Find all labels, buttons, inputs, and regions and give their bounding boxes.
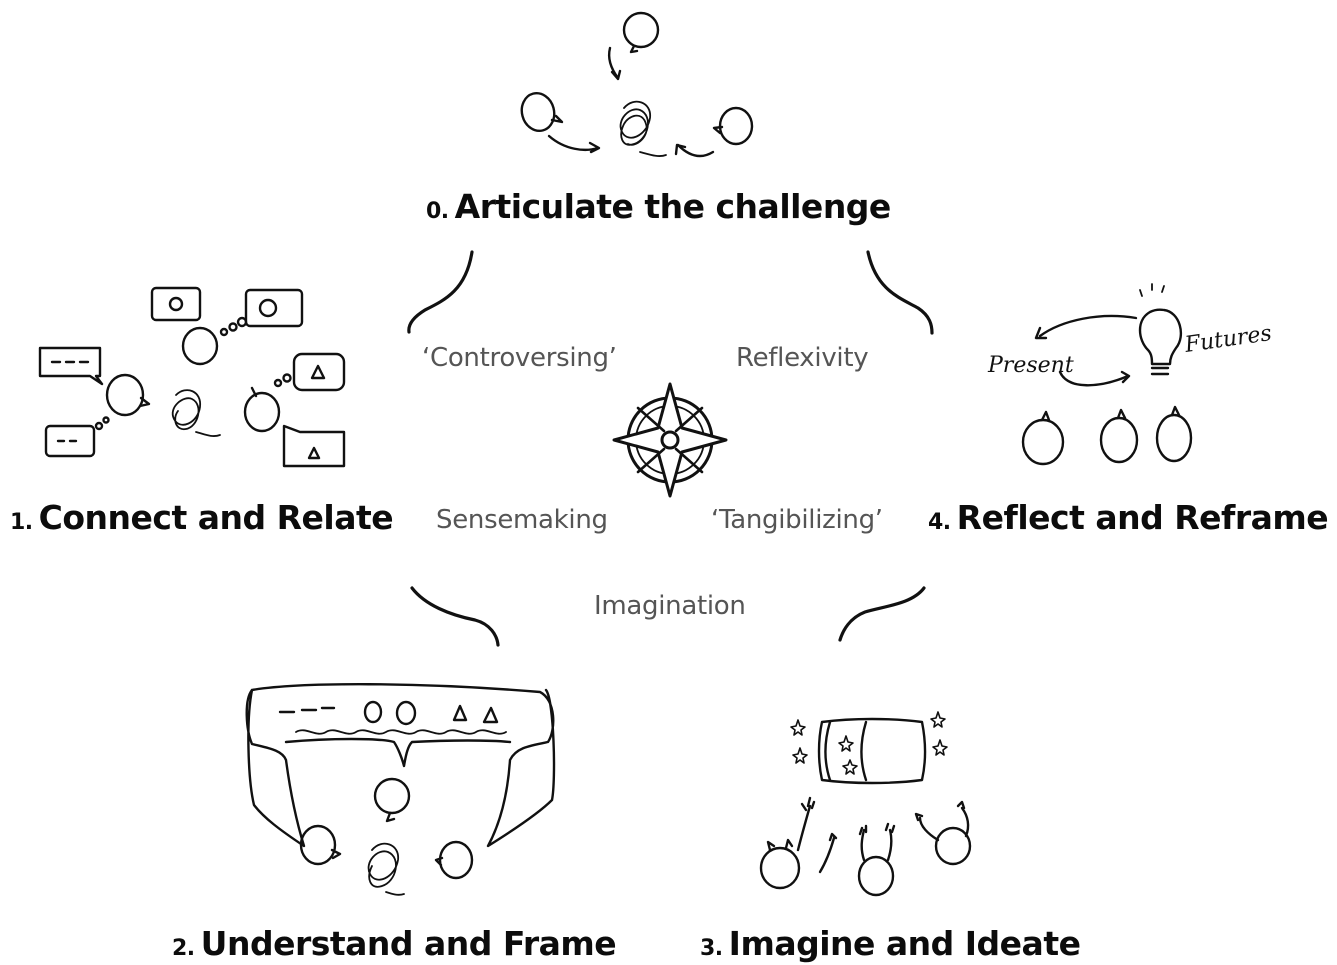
concept-reflexivity: Reflexivity (736, 343, 869, 373)
step-number: 0. (426, 199, 449, 224)
curve-top-right (866, 250, 934, 335)
concept-sensemaking: Sensemaking (436, 505, 608, 535)
sketch-reflect-reframe: Present Futures (987, 283, 1273, 466)
step-3-title: 3.Imagine and Ideate (700, 924, 1081, 963)
concept-controversing: ‘Controversing’ (422, 343, 617, 373)
curve-bottom-left (410, 586, 500, 647)
step-1-title: 1.Connect and Relate (10, 498, 394, 537)
step-number: 3. (700, 936, 723, 961)
step-2-title: 2.Understand and Frame (172, 924, 617, 963)
concept-imagination: Imagination (594, 591, 746, 621)
futures-label: Futures (1182, 321, 1273, 358)
sketch-imagine-ideate (759, 711, 972, 897)
connector-curves (407, 250, 934, 647)
step-label: Understand and Frame (200, 924, 617, 963)
step-number: 2. (172, 936, 195, 961)
step-label: Reflect and Reframe (956, 498, 1329, 537)
sketch-understand-frame (245, 683, 556, 896)
step-label: Articulate the challenge (454, 187, 892, 226)
present-label: Present (987, 353, 1074, 378)
step-label: Connect and Relate (38, 498, 394, 537)
step-number: 4. (928, 510, 951, 535)
sketch-articulate-challenge (520, 11, 754, 158)
lightbulb-icon (1138, 308, 1183, 366)
compass-rose-icon (612, 382, 728, 498)
curve-top-left (407, 250, 474, 334)
step-0-title: 0.Articulate the challenge (426, 187, 891, 226)
sketch-connect-relate (38, 286, 346, 468)
concept-tangibilizing: ‘Tangibilizing’ (711, 505, 883, 535)
step-4-title: 4.Reflect and Reframe (928, 498, 1329, 537)
curve-bottom-right (838, 586, 926, 642)
step-number: 1. (10, 510, 33, 535)
step-label: Imagine and Ideate (728, 924, 1081, 963)
